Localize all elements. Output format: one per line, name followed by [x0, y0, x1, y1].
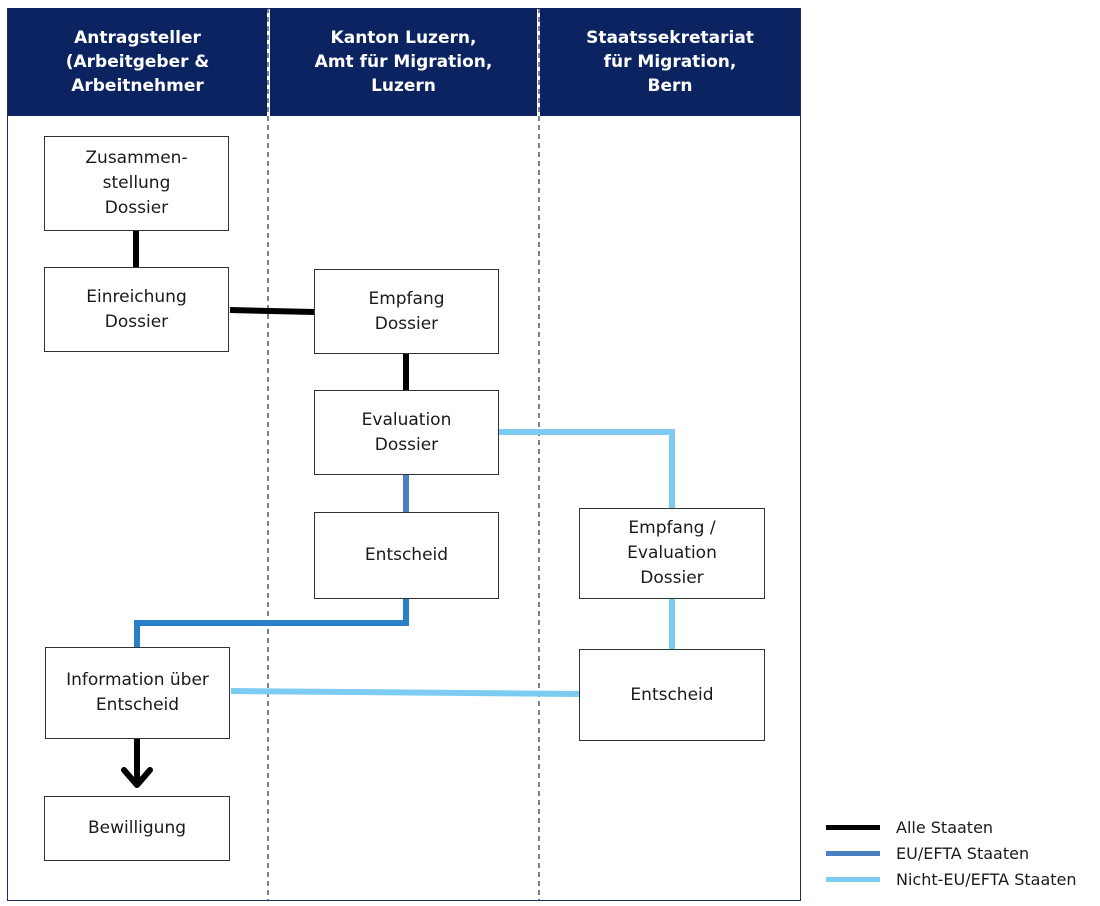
box-decision-canton: Entscheid [314, 512, 499, 599]
legend-swatch-all [826, 825, 880, 830]
legend-swatch-eu [826, 851, 880, 856]
legend-all-states: Alle Staaten [826, 818, 993, 837]
legend-label-eu: EU/EFTA Staaten [896, 844, 1030, 863]
legend-label-all: Alle Staaten [896, 818, 994, 837]
box-submit-dossier: Einreichung Dossier [44, 267, 229, 352]
column-header-applicant: Antragsteller (Arbeitgeber & Arbeitnehme… [8, 8, 267, 116]
legend-label-non-eu: Nicht-EU/EFTA Staaten [896, 870, 1077, 889]
legend-eu-states: EU/EFTA Staaten [826, 844, 1029, 863]
column-header-sem: Staatssekretariat für Migration, Bern [540, 8, 800, 116]
box-evaluate-dossier-canton: Evaluation Dossier [314, 390, 499, 475]
box-receive-evaluate-sem: Empfang / Evaluation Dossier [579, 508, 765, 599]
arrowhead-permit [121, 767, 153, 788]
connector-evaluate-sem-non-eu [499, 429, 675, 508]
box-receive-dossier-canton: Empfang Dossier [314, 269, 499, 354]
column-header-canton: Kanton Luzern, Amt für Migration, Luzern [270, 8, 537, 116]
box-compile-dossier: Zusammen- stellung Dossier [44, 136, 229, 231]
connector-decision-inform-eu [134, 599, 409, 647]
legend-swatch-non-eu [826, 877, 880, 882]
connector-submit-receive [229, 307, 315, 315]
legend-non-eu-states: Nicht-EU/EFTA Staaten [826, 870, 1077, 889]
box-permit: Bewilligung [44, 796, 230, 861]
connector-sem-decision-inform [230, 688, 580, 697]
box-inform-decision: Information über Entscheid [45, 647, 230, 739]
box-decision-sem: Entscheid [579, 649, 765, 741]
